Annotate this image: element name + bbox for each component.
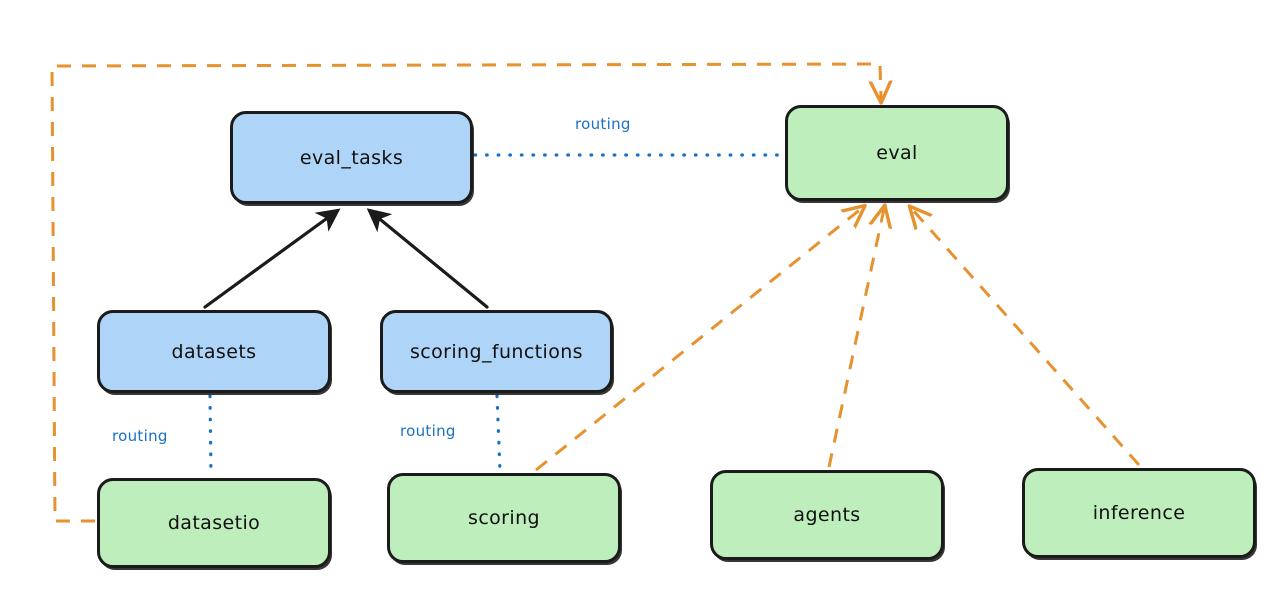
node-label-datasetio: datasetio	[167, 512, 261, 534]
edge-agents-eval	[827, 209, 884, 468]
node-eval[interactable]: eval	[785, 105, 1009, 201]
node-label-eval-tasks: eval_tasks	[299, 146, 404, 169]
node-eval-tasks[interactable]: eval_tasks	[230, 111, 473, 204]
node-label-datasets: datasets	[171, 340, 257, 363]
edge-scoring-functions-scoring	[495, 394, 502, 473]
node-scoring[interactable]: scoring	[387, 473, 621, 563]
node-label-agents: agents	[793, 504, 861, 526]
node-inference[interactable]: inference	[1022, 468, 1256, 558]
edge-label-routing-eval-tasks-eval: routing	[575, 115, 631, 133]
node-label-inference: inference	[1092, 502, 1186, 524]
node-label-eval: eval	[876, 142, 918, 164]
edge-scoring-functions-eval-tasks	[366, 208, 489, 309]
node-agents[interactable]: agents	[710, 470, 944, 560]
edge-datasetio-eval	[50, 62, 881, 523]
node-datasetio[interactable]: datasetio	[97, 478, 331, 568]
node-scoring-functions[interactable]: scoring_functions	[380, 310, 613, 393]
node-label-scoring: scoring	[468, 507, 540, 529]
edge-inference-eval	[912, 209, 1141, 466]
edge-label-routing-datasets-datasetio: routing	[112, 427, 168, 445]
node-datasets[interactable]: datasets	[97, 310, 331, 393]
edge-datasets-datasetio	[208, 394, 213, 478]
edge-scoring-eval	[535, 208, 862, 472]
edge-label-routing-scoring-functions-scoring: routing	[400, 422, 456, 440]
edge-datasets-eval-tasks	[203, 208, 341, 309]
node-label-scoring-functions: scoring_functions	[410, 340, 583, 363]
